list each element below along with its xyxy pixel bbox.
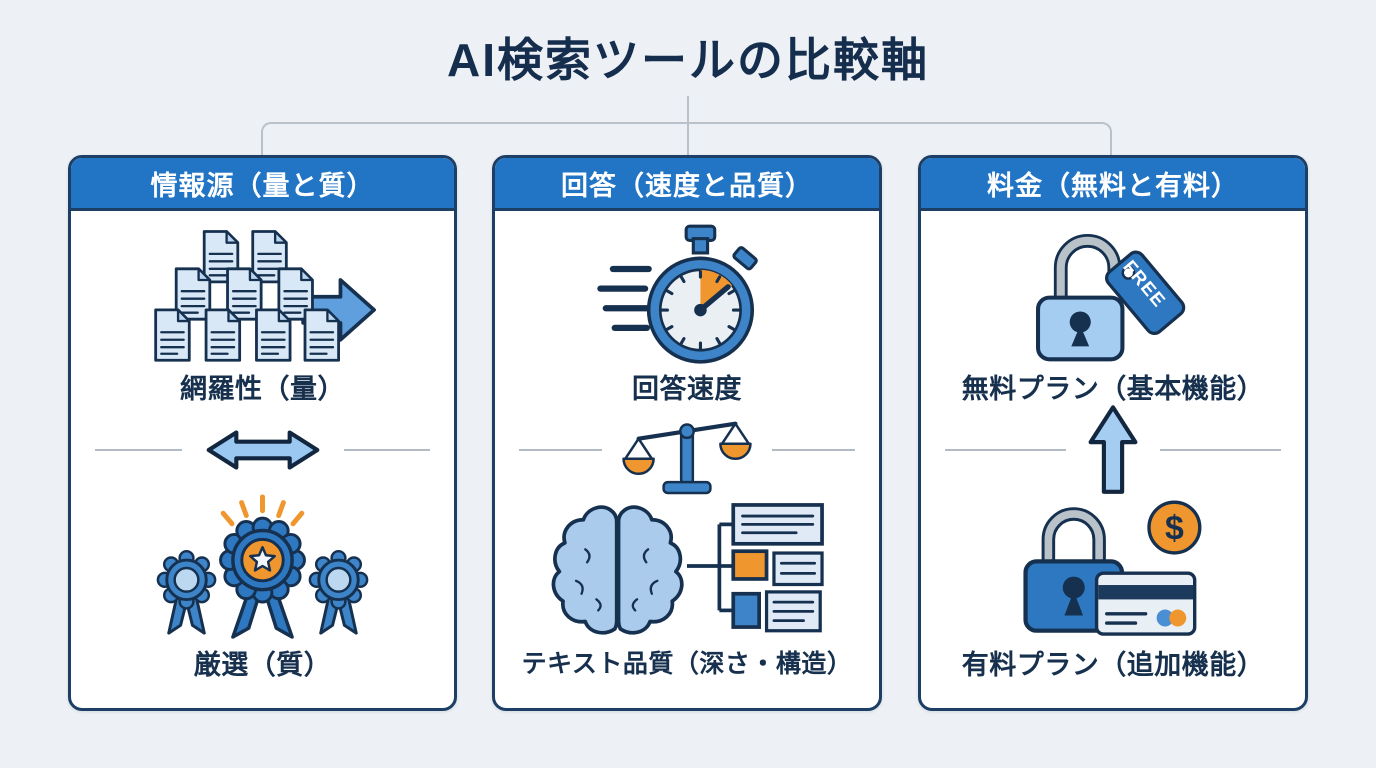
sources-divider (71, 415, 454, 485)
connector-line-middle (687, 122, 689, 155)
divider-line (1160, 449, 1281, 451)
double-arrow-icon (206, 430, 319, 470)
divider-line (519, 449, 602, 451)
label-answer-speed: 回答速度 (632, 373, 742, 404)
connector-line-top (687, 96, 689, 123)
documents-flow-icon (138, 223, 388, 365)
award-ribbons-icon (145, 491, 380, 641)
card-answers-header: 回答（速度と品質） (495, 158, 879, 211)
divider-line (945, 449, 1066, 451)
card-sources-header: 情報源（量と質） (71, 158, 454, 211)
answers-divider (495, 415, 879, 495)
up-arrow-icon (1088, 405, 1138, 494)
card-pricing-body: FREE 無料プラン（基本機能） $ (921, 211, 1305, 708)
coin-dollar-text: $ (1164, 509, 1183, 547)
card-pricing-header: 料金（無料と有料） (921, 158, 1305, 211)
page-title: AI検索ツールの比較軸 (447, 34, 929, 86)
label-coverage-quantity: 網羅性（量） (180, 373, 345, 404)
label-free-plan: 無料プラン（基本機能） (961, 373, 1265, 404)
divider-line (343, 449, 430, 451)
connector-line-branch (261, 122, 1112, 155)
balance-scale-icon (622, 421, 752, 495)
locked-padlock-payment-icon: $ (996, 491, 1231, 641)
label-paid-plan: 有料プラン（追加機能） (961, 649, 1265, 680)
divider-line (95, 449, 182, 451)
card-answers-body: 回答速度 (495, 211, 879, 708)
label-selection-quality: 厳選（質） (193, 649, 332, 680)
divider-line (772, 449, 855, 451)
card-pricing: 料金（無料と有料） FREE 無料プラン（基本機能） (918, 155, 1308, 711)
card-answers: 回答（速度と品質） (492, 155, 882, 711)
pricing-divider (921, 405, 1305, 494)
label-text-quality: テキスト品質（深さ・構造） (521, 650, 853, 678)
unlocked-padlock-free-tag-icon: FREE (1005, 223, 1222, 365)
card-sources: 情報源（量と質） (68, 155, 457, 711)
stopwatch-icon (591, 223, 784, 365)
brain-structure-icon (537, 491, 837, 641)
card-sources-body: 網羅性（量） (71, 211, 454, 708)
